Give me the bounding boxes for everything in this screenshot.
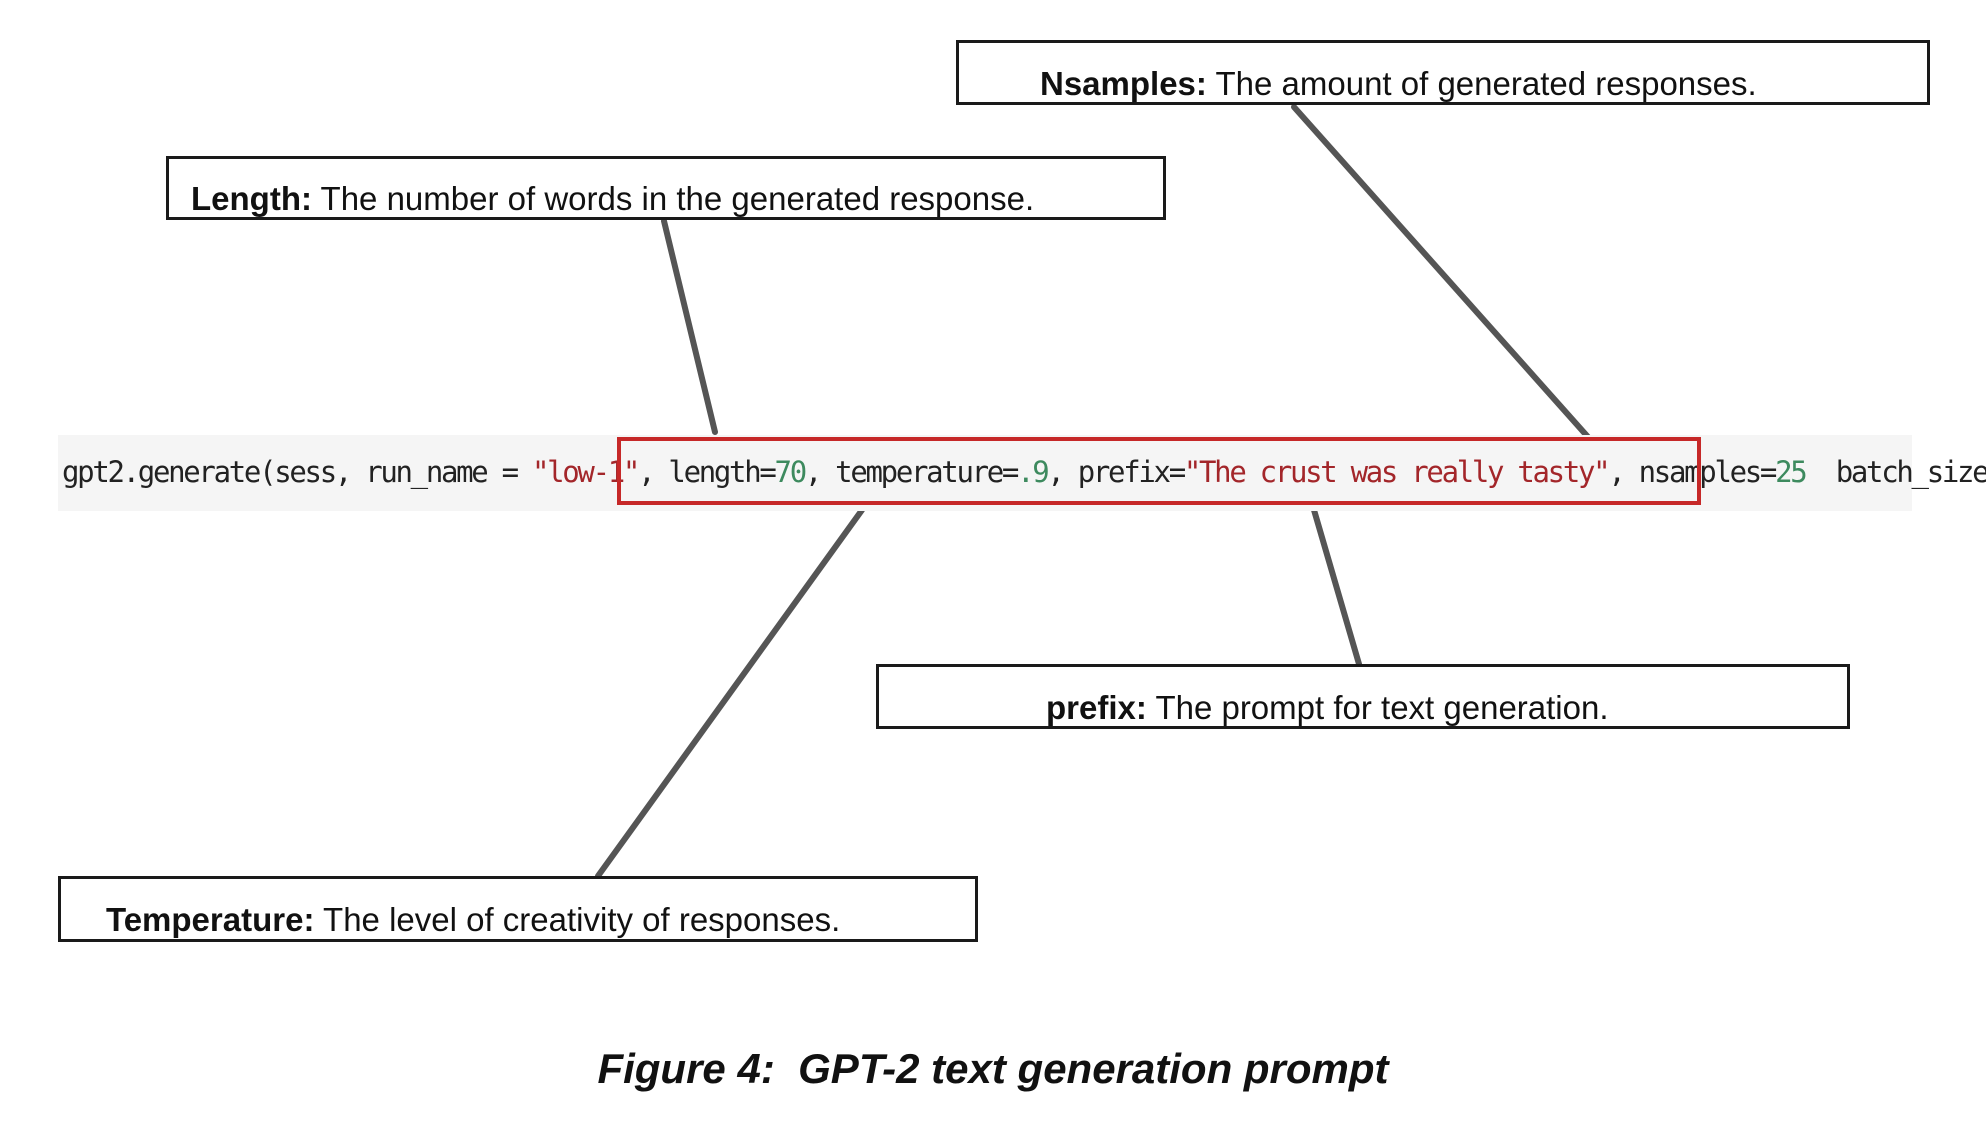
length-label-box: Length: The number of words in the gener… — [166, 156, 1166, 220]
prefix-description: The prompt for text generation. — [1155, 689, 1609, 726]
code-comma: , — [638, 455, 669, 489]
parameter-highlight-box — [617, 437, 1701, 505]
code-line: gpt2.generate(sess, run_name = "low-1" , … — [62, 452, 1986, 492]
nsamples-term: Nsamples: — [1040, 65, 1207, 102]
code-temperature-key: , temperature= — [804, 455, 1020, 489]
code-prefix-key: , prefix= — [1047, 455, 1186, 489]
nsamples-description: The amount of generated responses. — [1215, 65, 1757, 102]
temperature-term: Temperature: — [106, 901, 315, 938]
nsamples-label-box: Nsamples: The amount of generated respon… — [956, 40, 1930, 105]
length-term: Length: — [191, 180, 312, 217]
temperature-description: The level of creativity of responses. — [323, 901, 841, 938]
code-nsamples-key: , nsamples= — [1608, 455, 1777, 489]
code-run-name-value: "low-1" — [531, 455, 640, 489]
code-nsamples-value: 25 — [1775, 455, 1808, 489]
code-length-value: 70 — [774, 455, 808, 489]
code-strip — [58, 435, 1912, 511]
figure-caption: Figure 4: GPT-2 text generation prompt — [597, 1045, 1389, 1092]
leader-line-nsamples — [1291, 104, 1591, 440]
code-batch-key: batch_size= — [1805, 455, 1986, 489]
code-length-key: length= — [668, 455, 776, 489]
code-call-open: gpt2.generate(sess, run_name = — [62, 455, 532, 489]
length-description: The number of words in the generated res… — [320, 180, 1035, 217]
leader-line-length — [661, 218, 718, 435]
prefix-term: prefix: — [1046, 689, 1147, 726]
code-prefix-value: "The crust was really tasty" — [1183, 455, 1611, 489]
temperature-label-box: Temperature: The level of creativity of … — [58, 876, 978, 942]
code-temperature-value: .9 — [1017, 455, 1050, 489]
leader-line-temperature — [595, 507, 865, 879]
leader-line-prefix — [1311, 507, 1362, 667]
prefix-label-box: prefix: The prompt for text generation. — [876, 664, 1850, 729]
